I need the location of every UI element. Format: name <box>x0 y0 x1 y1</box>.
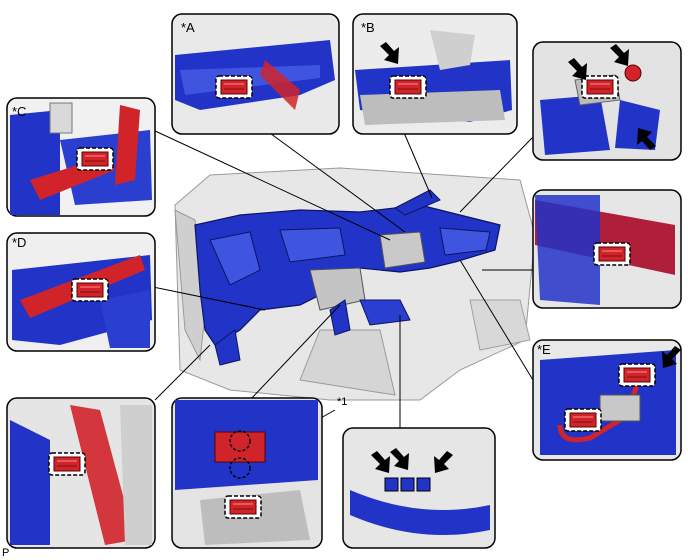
clip-marker-icon <box>76 147 114 171</box>
detail-panel-bottom-middle <box>342 427 496 549</box>
detail-panel-top-right <box>532 41 682 161</box>
detail-panel-c: *C <box>6 97 156 217</box>
clip-marker-icon <box>48 452 86 476</box>
clip-marker-icon <box>618 363 656 387</box>
clip-marker-icon <box>564 408 602 432</box>
clip-marker-icon <box>224 495 262 519</box>
clip-marker-icon <box>215 75 253 99</box>
label-c: *C <box>12 104 26 119</box>
clip-marker-icon <box>593 242 631 266</box>
detail-panel-d: *D <box>6 232 156 352</box>
clip-marker-icon <box>71 278 109 302</box>
circle-marker-icon <box>229 430 251 452</box>
detail-panel-e: *E <box>532 339 682 461</box>
label-e: *E <box>537 342 551 357</box>
detail-panel-a: *A <box>171 13 340 135</box>
clip-marker-icon <box>581 75 619 99</box>
label-a: *A <box>181 20 195 35</box>
footer-code: P <box>2 547 9 559</box>
circle-marker-icon <box>229 457 251 479</box>
label-b: *B <box>361 20 375 35</box>
main-vehicle-view <box>174 167 536 401</box>
clip-marker-icon <box>389 75 427 99</box>
detail-panel-right-middle <box>532 189 682 309</box>
detail-panel-b: *B <box>352 13 518 135</box>
detail-panel-callout-1: *1 <box>171 396 347 549</box>
detail-panel-bottom-left <box>6 397 156 549</box>
label-d: *D <box>12 235 26 250</box>
callout-1-label: *1 <box>337 396 347 408</box>
